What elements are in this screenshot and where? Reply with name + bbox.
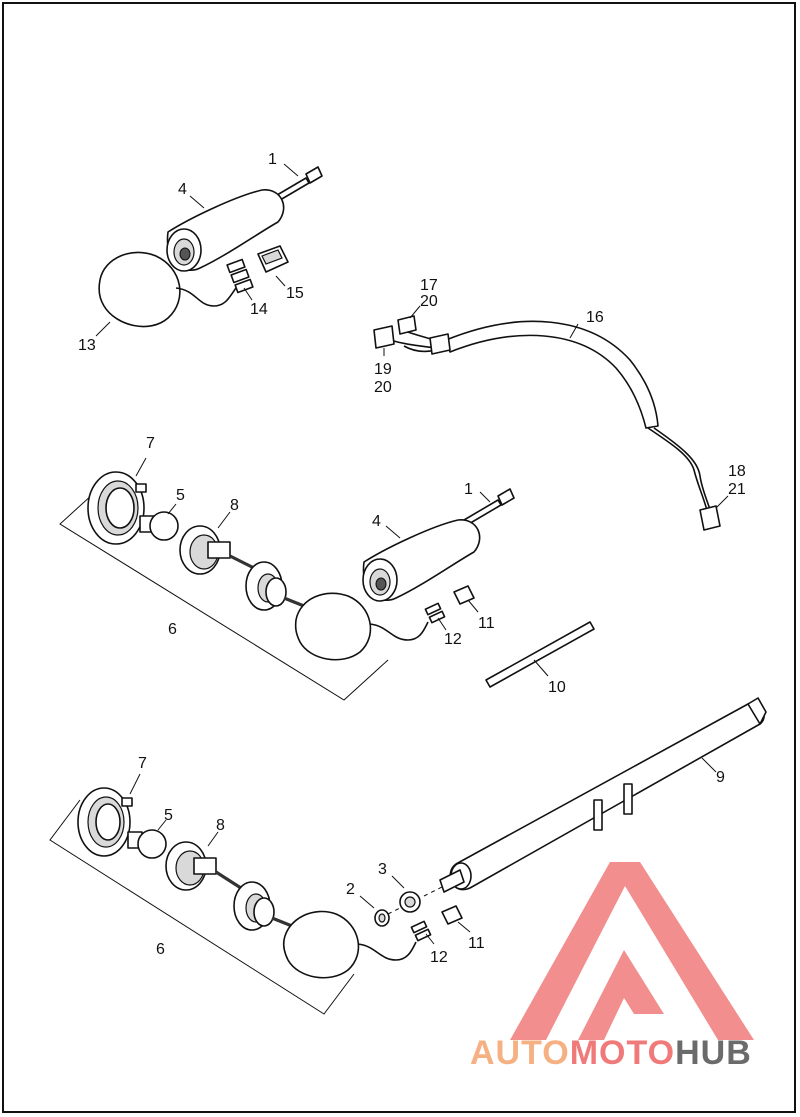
part-13-lens-top [98,251,237,328]
harness-connector-mid [397,315,417,335]
callout-11-mid: 11 [478,615,495,632]
part-9-mounting-bar [423,697,767,897]
callout-17: 17 [420,277,438,294]
callout-20-upper: 20 [420,293,438,310]
grommet-mid [245,561,305,611]
part-14-terminals-top [226,258,254,294]
part-11-clip-mid [453,585,475,605]
part-3-spacer [391,875,421,913]
callout-16: 16 [586,309,604,326]
part-5-bulb-bottom [127,819,167,859]
watermark-auto: AUTO [470,1034,570,1072]
callout-1-top: 1 [268,151,277,168]
callout-8-bottom: 8 [216,817,225,834]
callout-12-mid: 12 [444,631,462,648]
callout-12-bottom: 12 [430,949,448,966]
part-11-clip-bottom [441,905,471,933]
watermark-moto: MOTO [570,1034,675,1072]
callout-2: 2 [346,881,355,898]
part-4-housing-top [166,189,285,272]
bottom-signal-assembly [49,697,767,1015]
part-lens-mid [294,592,429,661]
watermark-text: AUTOMOTOHUB [470,1034,752,1072]
wire-harness-assembly [373,305,729,531]
callout-6-mid: 6 [168,621,177,638]
callout-18: 18 [728,463,746,480]
callout-15: 15 [286,285,304,302]
part-4-housing-mid [362,519,481,602]
top-signal-assembly [95,163,323,337]
middle-signal-assembly [59,457,515,701]
callout-20-lower: 20 [374,379,392,396]
automotohub-watermark: AUTOMOTOHUB [470,862,754,1072]
part-10-rod [485,621,595,688]
part-7-retaining-ring-bottom [77,773,141,857]
part-8-socket-bottom [165,831,245,892]
part-12-terminals-bottom [410,920,435,945]
part-15-connector-top [257,245,289,273]
callout-8-mid: 8 [230,497,239,514]
callout-3: 3 [378,861,387,878]
callout-9: 9 [716,769,725,786]
part-8-socket-mid [179,525,263,575]
callout-10: 10 [548,679,566,696]
part-7-retaining-ring-mid [87,471,147,545]
callout-21: 21 [728,481,746,498]
callout-4-top: 4 [178,181,187,198]
callout-7-bottom: 7 [138,755,147,772]
watermark-logo-icon [510,862,754,1040]
harness-connector-bottom [699,505,721,531]
callout-5-bottom: 5 [164,807,173,824]
part-12-terminals-mid [424,602,446,624]
part-lens-bottom [282,910,417,979]
callout-1-mid: 1 [464,481,473,498]
watermark-hub: HUB [675,1034,752,1072]
callout-19: 19 [374,361,392,378]
callout-6-bottom: 6 [156,941,165,958]
grommet-bottom [233,881,293,931]
callout-4-mid: 4 [372,513,381,530]
callout-labels: 1 4 15 14 13 17 20 16 19 20 18 21 7 5 8 … [78,151,746,966]
part-5-bulb-mid [139,511,179,541]
callout-5-mid: 5 [176,487,185,504]
callout-11-bottom: 11 [468,935,485,952]
harness-clip [429,333,451,355]
harness-connector-left [373,325,395,349]
part-2-nut [359,895,401,927]
callout-13: 13 [78,337,96,354]
callout-14: 14 [250,301,268,318]
callout-7-mid: 7 [146,435,155,452]
